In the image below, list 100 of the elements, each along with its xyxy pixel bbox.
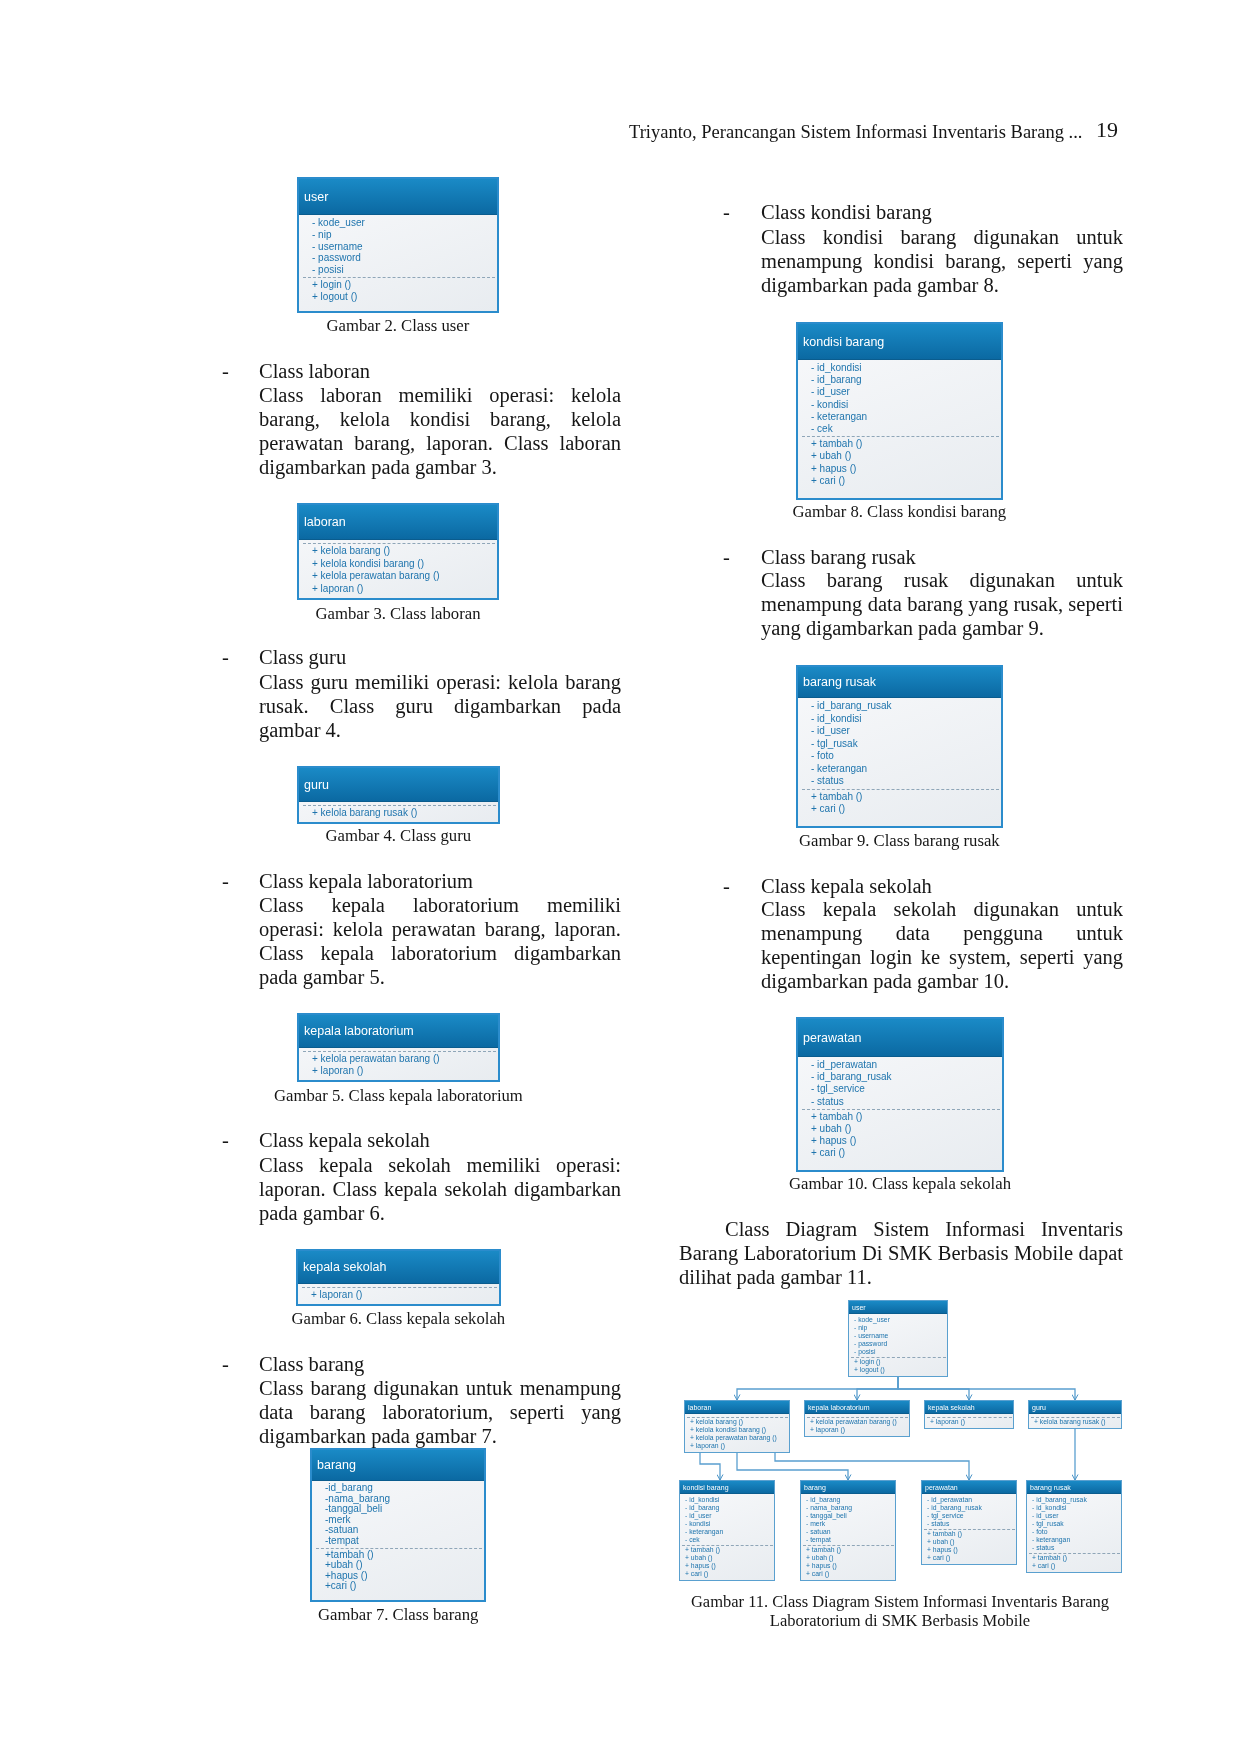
list-dash: - — [723, 874, 730, 898]
attribute-text: - posisi — [312, 264, 344, 276]
figure-caption: Gambar 7. Class barang — [318, 1605, 479, 1624]
method-text: + kelola perawatan barang () — [312, 570, 440, 583]
attribute-text: - status — [811, 775, 844, 788]
method-text: + kelola barang rusak () — [312, 807, 418, 819]
list-dash: - — [222, 1352, 229, 1376]
attribute-text: -nama_barang — [325, 1493, 391, 1505]
section-heading: Class kepala sekolah — [259, 1128, 430, 1152]
section-heading: Class laboran — [259, 359, 371, 383]
paragraph-text: Class kepala sekolah memiliki operasi: laporan. Class kepala sekolah digambarkan pada gambar 6. — [259, 1153, 621, 1225]
method-text: +cari () — [325, 1581, 357, 1592]
method-text: + hapus () — [811, 1135, 857, 1148]
section-heading: Class guru — [259, 645, 347, 669]
attribute-text: - keterangan — [811, 762, 868, 775]
paragraph-text: Class laboran memiliki operasi: kelola barang, kelola kondisi barang, kelola perawatan barang, laporan. Class laboran digambarkan pada gambar 3. — [259, 383, 621, 479]
attribute-text: - id_barang_rusak — [811, 1071, 892, 1084]
class-header: barang — [312, 1450, 484, 1481]
figure-caption: Gambar 5. Class kepala laboratorium — [274, 1086, 523, 1105]
class-box — [297, 503, 499, 600]
class-box — [297, 766, 500, 824]
arrow — [1071, 1428, 1079, 1481]
list-dash: - — [222, 645, 229, 669]
method-text: + kelola barang () — [312, 545, 391, 558]
class-header: perawatan — [798, 1019, 1002, 1057]
class-box — [679, 1480, 775, 1581]
class-header: user — [299, 179, 497, 215]
method-text: + cari () — [811, 1147, 846, 1160]
attribute-text: - id_barang — [811, 374, 862, 387]
method-text: +ubah () — [325, 1560, 363, 1571]
attribute-text: - tgl_rusak — [811, 737, 858, 750]
class-box — [800, 1480, 896, 1581]
section-heading: Class barang rusak — [761, 545, 916, 569]
paragraph-text: Class guru memiliki operasi: kelola barang rusak. Class guru digambarkan pada gambar 4. — [259, 670, 621, 742]
section-heading: Class kepala laboratorium — [259, 869, 474, 893]
figure-caption: Gambar 8. Class kondisi barang — [792, 502, 1007, 521]
method-text: + kelola perawatan barang () — [312, 1053, 440, 1065]
class-box — [921, 1480, 1017, 1565]
attribute-text: -satuan — [325, 1525, 359, 1536]
method-text: + login () — [312, 279, 352, 291]
attribute-text: - id_user — [811, 386, 850, 399]
figure-caption: Gambar 6. Class kepala sekolah — [291, 1309, 506, 1328]
paragraph-text: Class kepala sekolah digunakan untuk menampung data pengguna untuk kepentingan login ke system, seperti yang digambarkan pada gambar 10. — [761, 898, 1123, 993]
attribute-text: -tempat — [325, 1535, 359, 1547]
attribute-text: - id_kondisi — [811, 712, 862, 725]
class-box — [1026, 1480, 1122, 1573]
method-text: + laporan () — [312, 582, 364, 595]
attribute-text: - cek — [811, 423, 833, 436]
paragraph-text: Class kepala laboratorium memiliki operasi: kelola perawatan barang, laporan. Class kepala laboratorium digambarkan pada gambar 5. — [259, 893, 621, 989]
method-text: + tambah () — [811, 790, 863, 803]
section-heading: Class kondisi barang — [761, 200, 932, 224]
page-number: 19 — [1096, 117, 1118, 143]
class-box — [310, 1448, 486, 1602]
section-heading: Class barang — [259, 1352, 365, 1376]
section-heading: Class kepala sekolah — [761, 874, 932, 898]
attribute-text: - status — [811, 1095, 844, 1108]
class-box — [796, 1017, 1004, 1172]
method-text: + kelola kondisi barang () — [312, 557, 424, 570]
method-text: + tambah () — [811, 1110, 863, 1123]
list-dash: - — [222, 869, 229, 893]
figure-caption: Gambar 10. Class kepala sekolah — [789, 1174, 1011, 1193]
method-text: + ubah () — [811, 450, 852, 463]
class-box — [297, 177, 499, 313]
attribute-text: -id_barang — [325, 1483, 373, 1494]
arrow — [897, 1376, 1079, 1401]
attribute-text: - foto — [811, 750, 834, 763]
method-text: +hapus () — [325, 1570, 368, 1582]
paragraph-text: Class Diagram Sistem Informasi Inventaris Barang Laboratorium Di SMK Berbasis Mobile dapat dilihat pada gambar 11. — [679, 1217, 1123, 1289]
list-dash: - — [723, 545, 730, 569]
method-text: + cari () — [811, 474, 846, 488]
attribute-text: - tgl_service — [811, 1083, 865, 1096]
class-header: guru — [299, 768, 498, 802]
class-box — [796, 322, 1003, 500]
method-text: +tambah () — [325, 1549, 374, 1560]
class-header: laboran — [299, 505, 497, 540]
class-box — [1028, 1400, 1122, 1429]
figure-caption: Gambar 11. Class Diagram Sistem Informasi Inventaris Barang Laboratorium di SMK Berbasis Mobile — [689, 1592, 1111, 1630]
method-text: + laporan () — [312, 1065, 364, 1077]
arrow — [736, 1452, 852, 1481]
attribute-text: - nip — [312, 228, 332, 241]
method-text: + laporan () — [311, 1289, 363, 1301]
figure-caption: Gambar 3. Class laboran — [315, 604, 481, 623]
class-box — [296, 1249, 501, 1306]
class-header: kepala sekolah — [298, 1251, 499, 1284]
figure-caption: Gambar 2. Class user — [326, 316, 470, 335]
attribute-text: - id_user — [811, 725, 850, 738]
class-box — [297, 1013, 500, 1082]
class-box — [924, 1400, 1014, 1429]
attribute-text: -merk — [325, 1514, 351, 1525]
class-box — [848, 1300, 948, 1377]
method-text: + cari () — [811, 803, 846, 816]
class-header: kondisi barang — [798, 324, 1001, 360]
class-box — [684, 1400, 790, 1453]
paragraph-text: Class kondisi barang digunakan untuk menampung kondisi barang, seperti yang digambarkan pada gambar 8. — [761, 225, 1123, 297]
attribute-text: - id_kondisi — [811, 362, 862, 375]
attribute-text: - kode_user — [312, 217, 365, 229]
attribute-text: - username — [312, 240, 363, 253]
class-box — [796, 665, 1003, 828]
method-text: + logout () — [312, 290, 358, 303]
attribute-text: - keterangan — [811, 410, 868, 423]
